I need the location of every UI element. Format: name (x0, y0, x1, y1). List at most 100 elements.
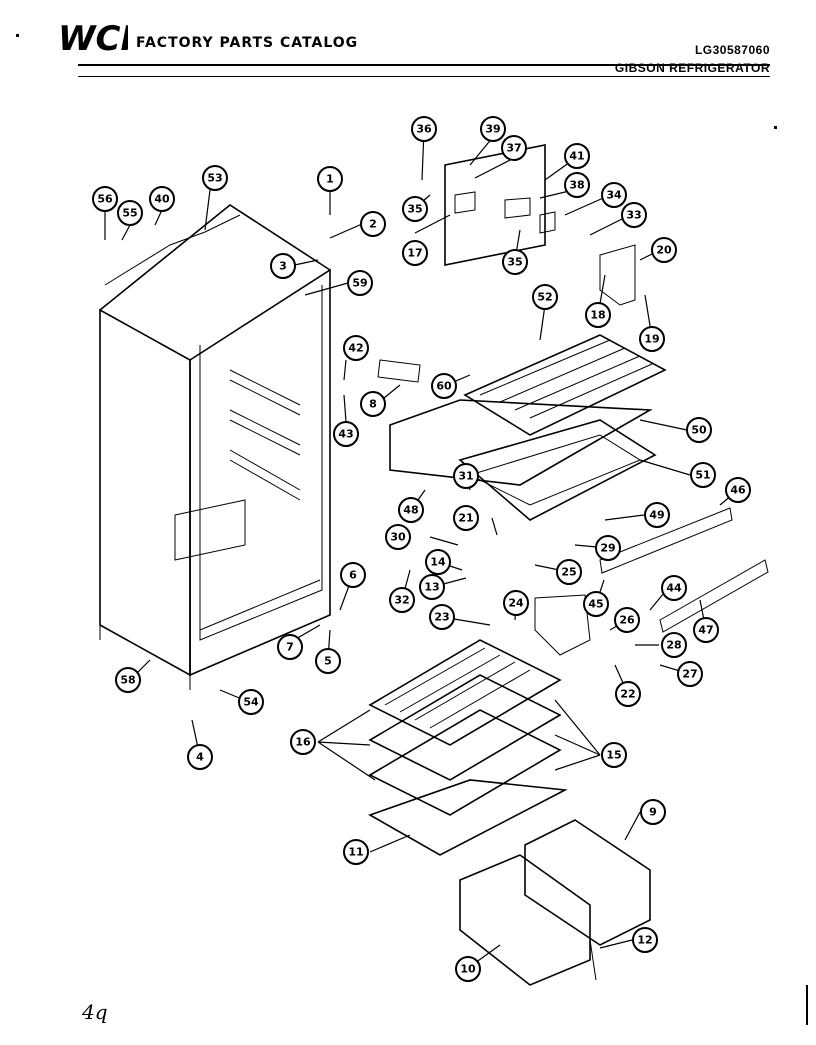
callout-18: 18 (585, 302, 611, 328)
svg-text:52: 52 (537, 291, 552, 304)
callout-41: 41 (564, 143, 590, 169)
svg-text:55: 55 (122, 207, 137, 220)
svg-text:34: 34 (606, 189, 622, 202)
header-rule (78, 64, 770, 66)
callout-38: 38 (564, 172, 590, 198)
callout-24: 24 (503, 590, 529, 616)
svg-text:8: 8 (369, 398, 377, 411)
callout-39: 39 (480, 116, 506, 142)
svg-text:46: 46 (730, 484, 746, 497)
callout-45: 45 (583, 591, 609, 617)
svg-text:33: 33 (626, 209, 641, 222)
callout-20: 20 (651, 237, 677, 263)
callout-37: 37 (501, 135, 527, 161)
callout-59: 59 (347, 270, 373, 296)
svg-text:53: 53 (207, 172, 222, 185)
svg-text:58: 58 (120, 674, 135, 687)
svg-text:31: 31 (458, 470, 473, 483)
callout-16: 16 (290, 729, 316, 755)
callout-15: 15 (601, 742, 627, 768)
callout-29: 29 (595, 535, 621, 561)
callout-53: 53 (202, 165, 228, 191)
svg-text:14: 14 (430, 556, 446, 569)
svg-text:15: 15 (606, 749, 621, 762)
callout-10: 10 (455, 956, 481, 982)
callout-55: 55 (117, 200, 143, 226)
svg-text:48: 48 (403, 504, 418, 517)
callout-52: 52 (532, 284, 558, 310)
callout-54: 54 (238, 689, 264, 715)
callout-6: 6 (340, 562, 366, 588)
callout-22: 22 (615, 681, 641, 707)
callout-8: 8 (360, 391, 386, 417)
fresh-food-shelves-drawing (368, 639, 651, 986)
svg-text:30: 30 (390, 531, 406, 544)
callout-58: 58 (115, 667, 141, 693)
svg-text:22: 22 (620, 688, 635, 701)
svg-text:17: 17 (407, 247, 422, 260)
page-number: 4q (82, 1000, 108, 1024)
callout-12: 12 (632, 927, 658, 953)
callout-17: 17 (402, 240, 428, 266)
callout-5: 5 (315, 648, 341, 674)
svg-text:27: 27 (682, 668, 697, 681)
svg-text:9: 9 (649, 806, 657, 819)
callout-13: 13 (419, 574, 445, 600)
wci-logo: WCI (58, 20, 128, 56)
svg-text:35: 35 (407, 203, 422, 216)
svg-text:1: 1 (326, 173, 334, 186)
callout-48: 48 (398, 497, 424, 523)
callout-42: 42 (343, 335, 369, 361)
svg-text:36: 36 (416, 123, 432, 136)
svg-text:35: 35 (507, 256, 522, 269)
svg-text:49: 49 (649, 509, 664, 522)
svg-text:43: 43 (338, 428, 353, 441)
svg-text:23: 23 (434, 611, 449, 624)
svg-text:11: 11 (348, 846, 363, 859)
callout-34: 34 (601, 182, 627, 208)
svg-text:44: 44 (666, 582, 682, 595)
svg-text:5: 5 (324, 655, 332, 668)
callout-4: 4 (187, 744, 213, 770)
svg-text:37: 37 (506, 142, 521, 155)
callout-56: 56 (92, 186, 118, 212)
callout-11: 11 (343, 839, 369, 865)
callout-7: 7 (277, 634, 303, 660)
svg-text:18: 18 (590, 309, 605, 322)
callout-60: 60 (431, 373, 457, 399)
callout-2: 2 (360, 211, 386, 237)
svg-text:4: 4 (196, 751, 204, 764)
header-rule-thin (78, 76, 770, 77)
callout-28: 28 (661, 632, 687, 658)
wci-logo-text: WCI (58, 20, 128, 56)
svg-text:13: 13 (424, 581, 439, 594)
svg-text:39: 39 (485, 123, 500, 136)
svg-text:50: 50 (691, 424, 707, 437)
callout-44: 44 (661, 575, 687, 601)
callout-30: 30 (385, 524, 411, 550)
svg-text:7: 7 (286, 641, 294, 654)
model-number: LG30587060 (694, 43, 770, 57)
callout-25: 25 (556, 559, 582, 585)
svg-text:12: 12 (637, 934, 652, 947)
svg-text:40: 40 (154, 193, 170, 206)
svg-text:2: 2 (369, 218, 377, 231)
svg-text:25: 25 (561, 566, 576, 579)
svg-text:42: 42 (348, 342, 363, 355)
control-housing-drawing (444, 144, 636, 306)
callout-26: 26 (614, 607, 640, 633)
margin-mark (16, 34, 19, 37)
svg-text:3: 3 (279, 260, 287, 273)
callout-35a: 35 (402, 196, 428, 222)
callout-19: 19 (639, 326, 665, 352)
svg-text:56: 56 (97, 193, 113, 206)
catalog-title: FACTORY PARTS CATALOG (136, 35, 359, 51)
callout-43: 43 (333, 421, 359, 447)
callout-33: 33 (621, 202, 647, 228)
svg-text:6: 6 (349, 569, 357, 582)
callout-40: 40 (149, 186, 175, 212)
svg-text:24: 24 (508, 597, 524, 610)
callout-32: 32 (389, 587, 415, 613)
svg-text:21: 21 (458, 512, 473, 525)
